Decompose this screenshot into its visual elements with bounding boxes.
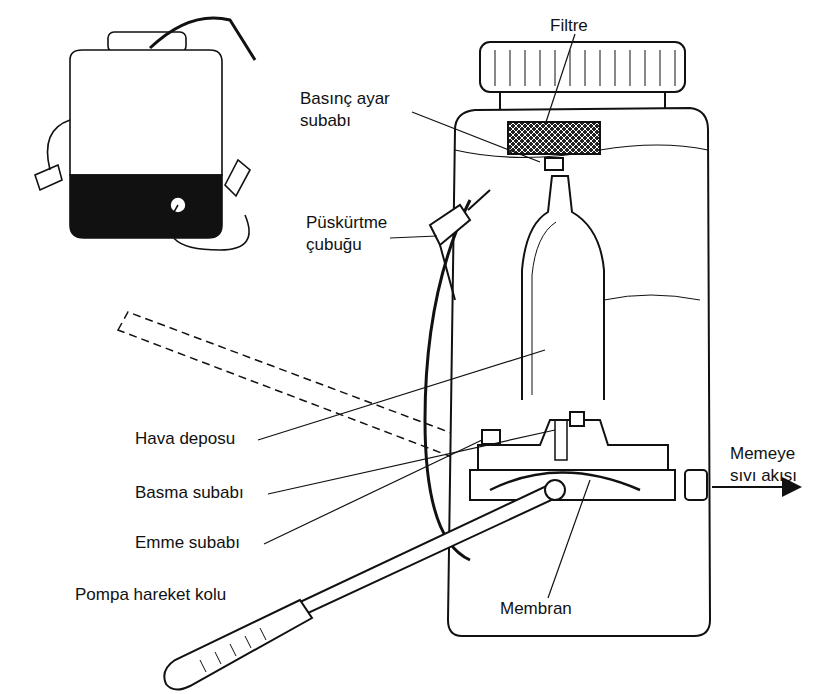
part-label: Hava deposu [135,428,265,450]
leader-lines [258,34,590,598]
flow-arrow [712,486,800,488]
small-sprayer [35,18,255,250]
part-label: Filtre [550,15,670,37]
main-tank [448,42,710,636]
part-label: Püskürtme çubuğu [306,212,401,256]
part-label: Basma subabı [135,482,265,504]
part-label: Pompa hareket kolu [75,584,265,606]
part-label: Memeye sıvı akışı [730,443,814,487]
lever-alt-position [118,312,470,460]
part-label: Basınç ayar subabı [300,88,412,132]
hose-strap [425,190,490,560]
part-label: Emme subabı [135,532,265,554]
pump-lever [164,480,565,690]
part-label: Membran [500,598,610,620]
